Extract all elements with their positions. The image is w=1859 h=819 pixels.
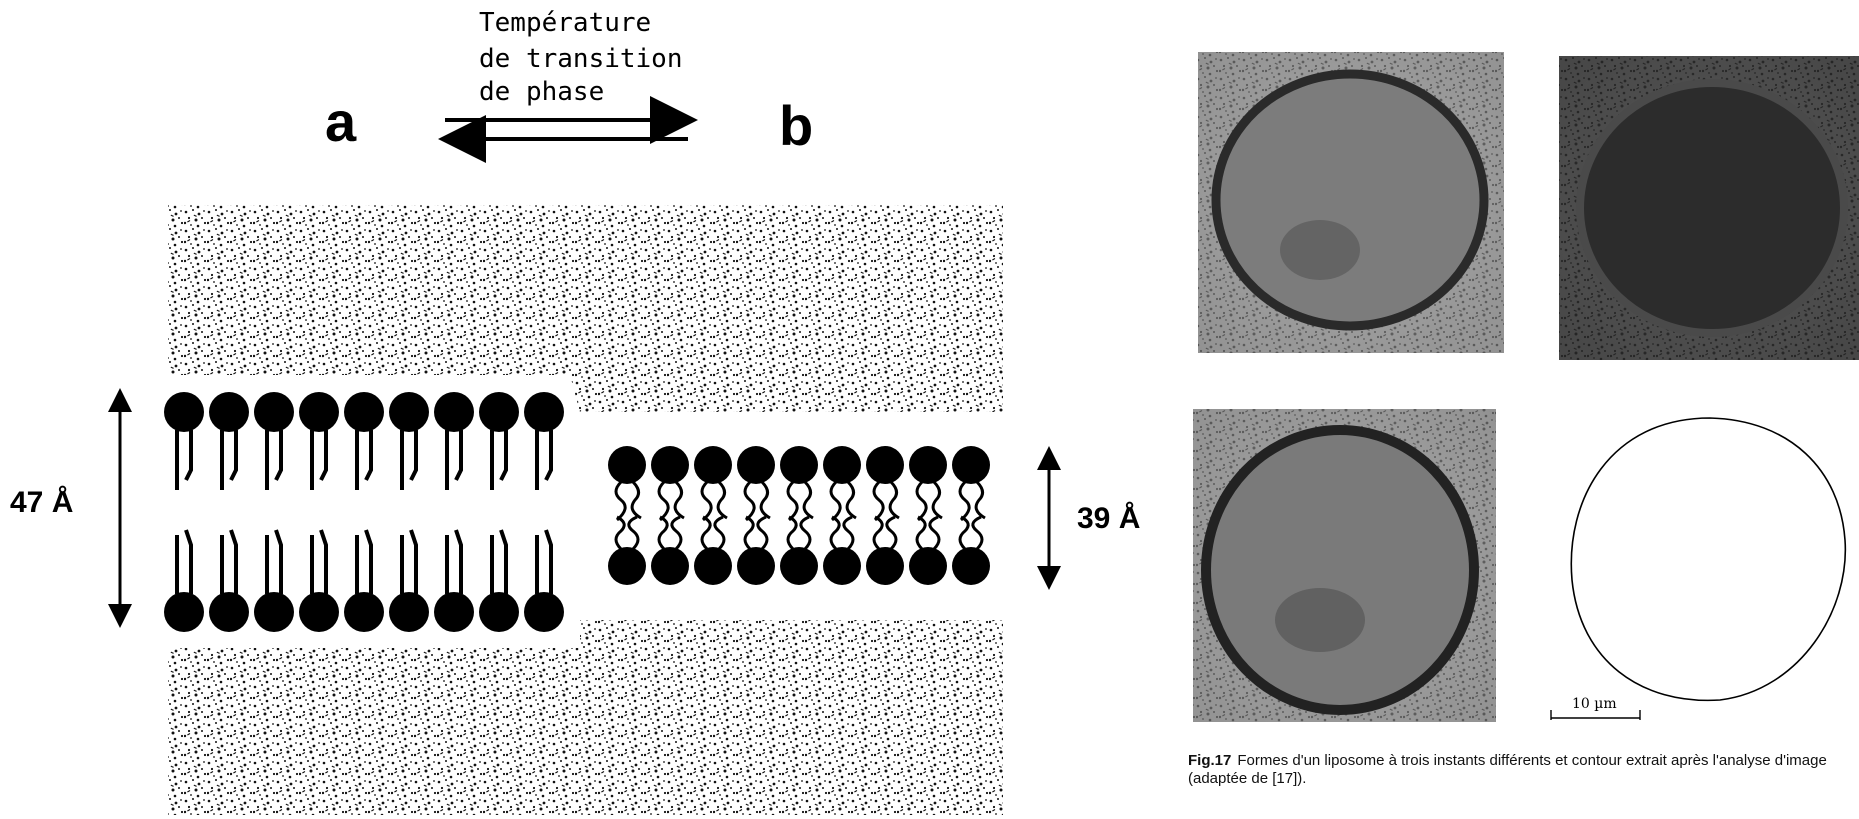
lipid-upper [823, 446, 861, 520]
lipid-upper [694, 446, 732, 520]
lipid-lower [524, 530, 564, 632]
lipid-lower [164, 530, 204, 632]
lipid-upper [164, 392, 204, 490]
lipid-lower [694, 517, 732, 585]
transition-label-line-1: Température [479, 8, 651, 38]
lipid-upper [909, 446, 947, 520]
lipid-upper [344, 392, 384, 490]
lipid-upper [737, 446, 775, 520]
lipid-lower [434, 530, 474, 632]
lipid-upper [479, 392, 519, 490]
scale-bar: 10 µm [1551, 696, 1640, 720]
thickness-a-arrowhead-bottom [108, 604, 132, 628]
scale-bar-label: 10 µm [1572, 696, 1617, 712]
transition-label-line-2: de transition [479, 44, 683, 74]
lipid-upper [651, 446, 689, 520]
lipid-lower [952, 517, 990, 585]
lipid-lower [608, 517, 646, 585]
state-b-label: b [779, 94, 813, 157]
lipid-upper [780, 446, 818, 520]
lipid-upper [299, 392, 339, 490]
lipid-lower [389, 530, 429, 632]
lipid-lower [737, 517, 775, 585]
lipid-upper [389, 392, 429, 490]
lipid-lower [651, 517, 689, 585]
thickness-b-arrowhead-bottom [1037, 566, 1061, 590]
lipid-lower [254, 530, 294, 632]
micrograph-3 [1193, 409, 1496, 722]
lipid-upper [952, 446, 990, 520]
thickness-a-arrowhead-top [108, 388, 132, 412]
lipid-lower [823, 517, 861, 585]
lipid-upper [524, 392, 564, 490]
caption-figure-number: Fig.17 [1188, 752, 1231, 769]
lipid-upper [209, 392, 249, 490]
lipid-upper [866, 446, 904, 520]
lipid-lower [479, 530, 519, 632]
lipid-lower [780, 517, 818, 585]
membrane-diagram: Température de transition de phase a b 4… [10, 8, 1140, 815]
water-region-top [168, 205, 1003, 412]
thickness-a-label: 47 Å [10, 486, 73, 519]
micrograph-panel: 10 µm [1193, 52, 1859, 722]
state-a-label: a [325, 90, 357, 153]
lipid-lower [866, 517, 904, 585]
thickness-b-arrowhead-top [1037, 446, 1061, 470]
caption-text: Formes d'un liposome à trois instants di… [1188, 752, 1827, 787]
lipid-upper [254, 392, 294, 490]
thickness-b-label: 39 Å [1077, 502, 1140, 535]
gel-phase-bilayer [164, 392, 564, 632]
lipid-upper [434, 392, 474, 490]
micrograph-1 [1198, 52, 1504, 353]
water-region-bottom [168, 620, 1003, 815]
lipid-lower [909, 517, 947, 585]
lipid-lower [299, 530, 339, 632]
micrograph-2 [1559, 56, 1859, 360]
lipid-upper [608, 446, 646, 520]
fluid-phase-bilayer [608, 446, 990, 585]
extracted-contour [1571, 418, 1845, 700]
lipid-lower [344, 530, 384, 632]
lipid-lower [209, 530, 249, 632]
transition-label-line-3: de phase [479, 77, 604, 107]
